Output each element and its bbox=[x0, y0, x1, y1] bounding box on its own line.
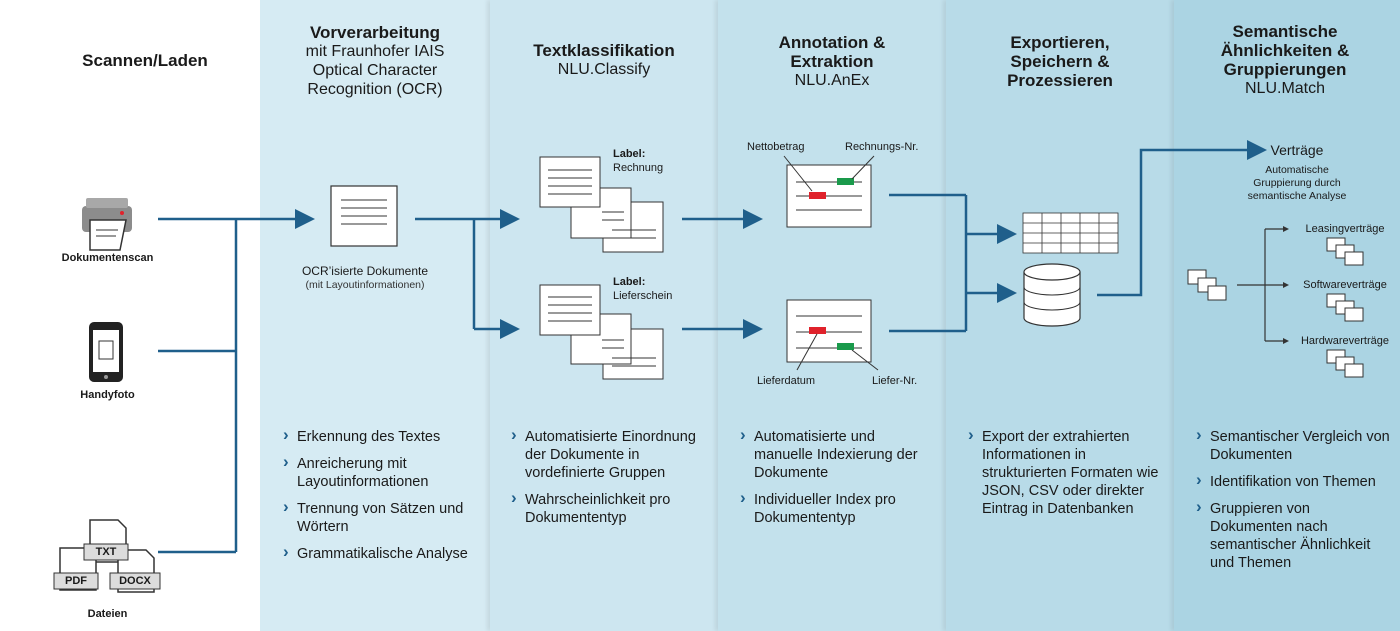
document-pile-input bbox=[1187, 269, 1227, 301]
file-type-docx: DOCX bbox=[119, 575, 151, 587]
bullet: Wahrscheinlichkeit pro Dokumententyp bbox=[511, 489, 707, 527]
header-match: Semantische Ähnlichkeiten & Gruppierunge… bbox=[1220, 22, 1350, 97]
smartphone-icon bbox=[89, 322, 123, 382]
source-label-phone: Handyfoto bbox=[80, 389, 135, 401]
bullet: Automatisierte und manuelle Indexierung … bbox=[740, 426, 936, 482]
annotated-deliverynote-icon bbox=[786, 299, 879, 371]
ocr-label: OCR’isierte Dokumente bbox=[301, 264, 429, 278]
file-type-txt: TXT bbox=[95, 546, 117, 558]
bullet: Semantischer Vergleich von Dokumenten bbox=[1196, 426, 1392, 464]
bullets-anex: Automatisierte und manuelle Indexierung … bbox=[740, 426, 936, 536]
tag-delivery-date: Lieferdatum bbox=[757, 375, 816, 387]
ocr-to-classify-arrows bbox=[415, 209, 520, 339]
bullet: Export der extrahierten Informationen in… bbox=[968, 426, 1160, 518]
table-icon bbox=[1022, 212, 1119, 254]
bullets-ocr: Erkennung des Textes Anreicherung mit La… bbox=[283, 426, 473, 572]
source-connectors bbox=[158, 209, 315, 554]
tag-invoice-number: Rechnungs-Nr. bbox=[845, 141, 919, 153]
file-type-pdf: PDF bbox=[65, 575, 87, 587]
ocr-document-icon bbox=[330, 185, 398, 247]
bullets-export: Export der extrahierten Informationen in… bbox=[968, 426, 1160, 527]
document-pile-hardware bbox=[1326, 349, 1364, 378]
source-label-files: Dateien bbox=[87, 608, 128, 620]
document-pile-leasing bbox=[1326, 237, 1364, 266]
header-scan: Scannen/Laden bbox=[82, 51, 208, 70]
header-anex: Annotation & Extraktion NLU.AnEx bbox=[778, 33, 886, 89]
bullets-classify: Automatisierte Einordnung der Dokumente … bbox=[511, 426, 707, 536]
header-preprocessing: Vorverarbeitung mit Fraunhofer IAIS Opti… bbox=[305, 23, 445, 98]
ocr-sublabel: (mit Layoutinformationen) bbox=[305, 279, 425, 291]
export-to-match-arrow bbox=[1097, 140, 1267, 297]
scanner-icon bbox=[82, 198, 132, 251]
match-target: Verträge bbox=[1270, 142, 1324, 158]
bullet: Gruppieren von Dokumenten nach semantisc… bbox=[1196, 498, 1392, 572]
group-leasing: Leasingverträge bbox=[1305, 223, 1385, 235]
classify-to-anex-arrows bbox=[682, 209, 763, 339]
database-icon bbox=[1023, 263, 1081, 327]
bullets-match: Semantischer Vergleich von Dokumenten Id… bbox=[1196, 426, 1392, 581]
group-tree-arrowheads bbox=[1283, 226, 1289, 344]
label-deliverynote-head: Label: bbox=[613, 276, 646, 288]
group-tree-lines bbox=[1237, 228, 1283, 342]
bullet: Identifikation von Themen bbox=[1196, 471, 1392, 491]
bullet: Anreicherung mit Layoutinformationen bbox=[283, 453, 473, 491]
label-invoice-head: Label: bbox=[613, 148, 646, 160]
group-hardware: Hardwareverträge bbox=[1300, 335, 1390, 347]
bullet: Trennung von Sätzen und Wörtern bbox=[283, 498, 473, 536]
match-target-note: Automatische Gruppierung durch semantisc… bbox=[1247, 164, 1347, 202]
document-stack-deliverynote bbox=[539, 284, 664, 380]
header-classify: Textklassifikation NLU.Classify bbox=[533, 41, 675, 78]
anex-to-export-arrows bbox=[889, 193, 1017, 333]
files-icon bbox=[53, 519, 161, 593]
annotated-invoice-icon bbox=[783, 155, 875, 228]
bullet: Automatisierte Einordnung der Dokumente … bbox=[511, 426, 707, 482]
bullet: Grammatikalische Analyse bbox=[283, 543, 473, 563]
bullet: Erkennung des Textes bbox=[283, 426, 473, 446]
tag-net-amount: Nettobetrag bbox=[747, 141, 805, 153]
document-pile-software bbox=[1326, 293, 1364, 322]
label-deliverynote: Lieferschein bbox=[613, 290, 673, 302]
tag-delivery-number: Liefer-Nr. bbox=[872, 375, 918, 387]
group-software: Softwareverträge bbox=[1303, 279, 1387, 291]
document-stack-invoice bbox=[539, 156, 664, 253]
label-invoice: Rechnung bbox=[613, 162, 664, 174]
bullet: Individueller Index pro Dokumententyp bbox=[740, 489, 936, 527]
header-export: Exportieren, Speichern & Prozessieren bbox=[1007, 33, 1113, 90]
source-label-scan: Dokumentenscan bbox=[61, 252, 154, 264]
